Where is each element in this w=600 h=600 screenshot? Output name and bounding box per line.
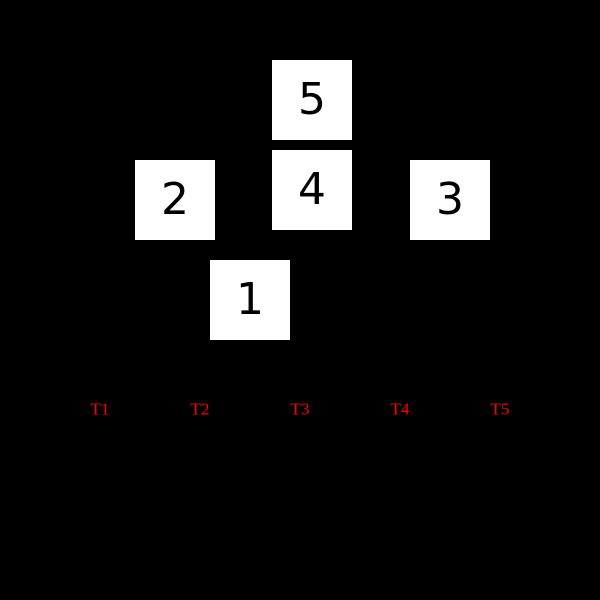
block-3[interactable]: 3 [410,160,490,240]
table-label-t2[interactable]: T2 [190,399,210,419]
block-1[interactable]: 1 [210,260,290,340]
table-label-t3[interactable]: T3 [290,399,310,419]
table-label-t4[interactable]: T4 [390,399,410,419]
block-5[interactable]: 5 [272,60,352,140]
block-5-label: 5 [298,74,326,125]
block-3-label: 3 [436,174,464,225]
block-2-label: 2 [161,174,189,225]
block-2[interactable]: 2 [135,160,215,240]
table-label-t1[interactable]: T1 [90,399,110,419]
table-label-t5[interactable]: T5 [490,399,510,419]
block-4-label: 4 [298,164,326,215]
block-1-label: 1 [236,274,264,325]
block-4[interactable]: 4 [272,150,352,230]
